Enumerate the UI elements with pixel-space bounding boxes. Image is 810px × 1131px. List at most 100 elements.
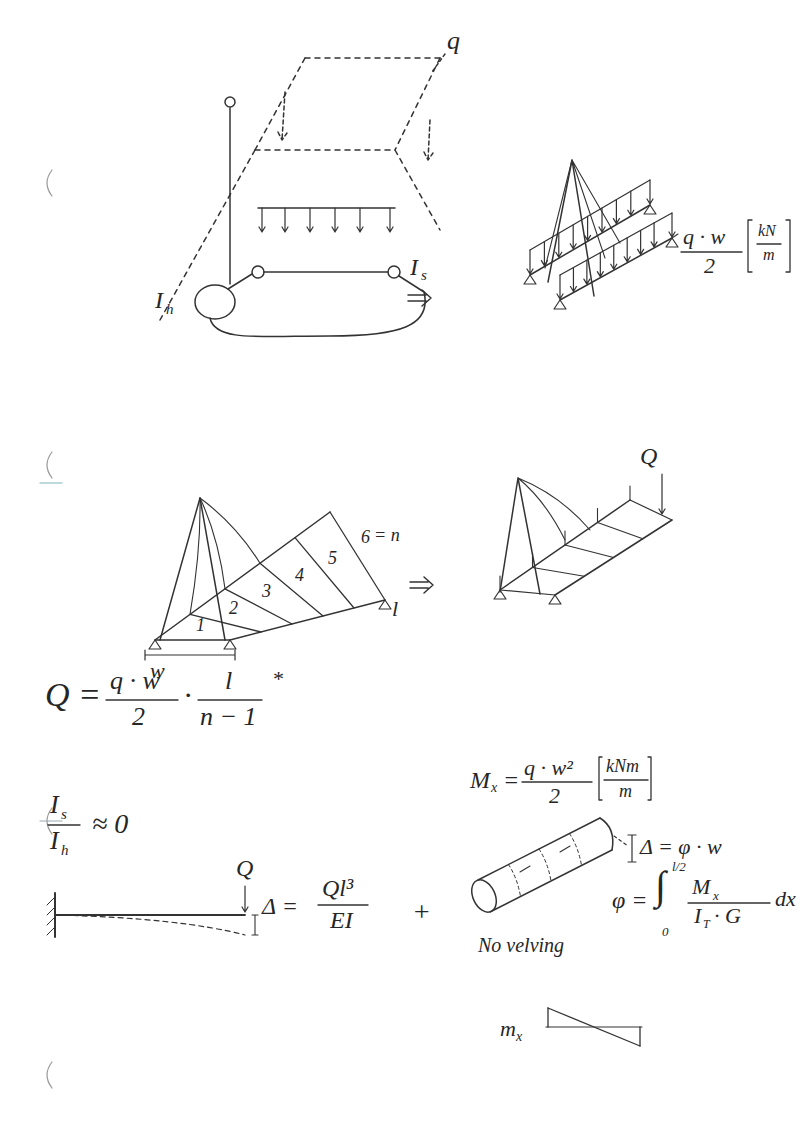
- pylon-top: [225, 97, 235, 107]
- fraction-bar: [318, 904, 368, 905]
- pylon-line: [160, 498, 225, 640]
- punch-mark: [47, 170, 52, 196]
- formula-text: ·: [184, 680, 192, 710]
- implies-arrow: [410, 577, 433, 593]
- unit-text: m: [619, 782, 632, 800]
- formula-text: n − 1: [200, 704, 257, 730]
- section-symbol: [195, 285, 235, 319]
- load-plane: [305, 57, 440, 59]
- pylon-line: [500, 478, 540, 594]
- note-text: No velving: [478, 935, 564, 955]
- load-arrow: [259, 208, 265, 232]
- formula-text: dx: [775, 888, 796, 910]
- formula-text: φ =: [612, 888, 647, 912]
- tube-outline: [478, 818, 600, 880]
- formula-text: Δ = φ · w: [640, 836, 722, 858]
- support-symbol: [554, 300, 566, 309]
- inertia-symbol: I: [50, 792, 59, 818]
- fixed-support: [47, 897, 55, 935]
- integral-limit: 0: [662, 925, 669, 938]
- cross-girder: [225, 589, 292, 624]
- punch-mark: [47, 452, 52, 478]
- fraction-bar: [604, 779, 648, 780]
- load-arrow: [282, 208, 288, 232]
- beam-line: [228, 274, 252, 289]
- subscript: h: [166, 302, 174, 317]
- load-arrow: [557, 275, 563, 299]
- formula-text: I: [694, 905, 701, 927]
- diagram-outline: [548, 1008, 640, 1046]
- fraction-bar: [198, 699, 262, 700]
- unit-bracket: [748, 220, 752, 272]
- cable-line: [200, 498, 260, 563]
- load-arrow: [570, 268, 576, 292]
- support-symbol: [549, 595, 561, 604]
- support-symbol: [379, 600, 391, 609]
- callout-number: 4: [295, 566, 304, 584]
- point-load: [659, 474, 665, 514]
- beam-line: [264, 271, 388, 273]
- load-arrow: [527, 250, 533, 274]
- load-plane: [395, 150, 440, 230]
- load-arrow: [585, 216, 591, 240]
- moment-arrow: [520, 846, 570, 872]
- tube-outline: [490, 850, 612, 912]
- load-arrow: [647, 180, 653, 204]
- unit-bracket: [599, 757, 602, 800]
- callout-number: 3: [262, 582, 271, 600]
- load-arrow: [597, 253, 603, 277]
- load-arrow: [357, 208, 363, 232]
- load-plane: [255, 58, 305, 150]
- subscript: x: [516, 1030, 522, 1044]
- load-arrow: [424, 120, 433, 160]
- support-symbol: [224, 640, 236, 649]
- cable-line: [200, 498, 225, 589]
- load-arrow: [651, 223, 657, 247]
- margin-mark: [40, 820, 62, 821]
- fraction-bar: [681, 251, 742, 252]
- load-arrow: [638, 230, 644, 254]
- subscript: T: [703, 918, 710, 930]
- load-arrow: [628, 191, 634, 215]
- formula-text: EI: [330, 908, 353, 932]
- formula-text: l: [225, 668, 232, 694]
- load-plane: [395, 58, 440, 150]
- formula-text: · G: [714, 905, 741, 927]
- fraction-bar: [106, 699, 178, 700]
- hanger-line: [564, 531, 565, 545]
- callout-number: 2: [229, 599, 238, 617]
- load-arrow: [669, 213, 675, 237]
- dimension-label: l: [392, 598, 398, 620]
- leader-line: [432, 54, 445, 72]
- formula-text: Δ =: [262, 894, 298, 918]
- formula-text: M: [692, 876, 710, 898]
- beam-line: [230, 600, 385, 640]
- subscript: s: [421, 268, 427, 283]
- callout-number: 6: [361, 528, 370, 546]
- fraction-bar: [522, 781, 592, 782]
- load-plane: [255, 149, 395, 151]
- unit-text: kN: [758, 223, 776, 239]
- pylon-line: [229, 108, 231, 284]
- cross-girder: [155, 639, 230, 640]
- formula-text: M: [470, 768, 490, 792]
- load-arrow: [332, 208, 338, 232]
- tube-ring: [509, 865, 521, 897]
- margin-mark: [40, 482, 62, 483]
- load-arrow: [278, 92, 287, 140]
- beam-line: [560, 238, 672, 300]
- cross-girder: [565, 545, 614, 558]
- support-symbol: [524, 275, 536, 284]
- unit-text: kNm: [606, 757, 639, 775]
- dimension-line: [145, 650, 235, 660]
- subscript: x: [713, 889, 719, 902]
- formula-text: 2: [704, 255, 715, 277]
- formula-text: 2: [549, 785, 560, 807]
- inertia-symbol: I: [50, 828, 59, 854]
- tube-ring: [539, 849, 551, 881]
- formula-text: = n: [374, 526, 400, 544]
- beam-line: [210, 276, 425, 337]
- fraction-bar: [48, 824, 80, 825]
- inertia-symbol: I: [410, 255, 418, 279]
